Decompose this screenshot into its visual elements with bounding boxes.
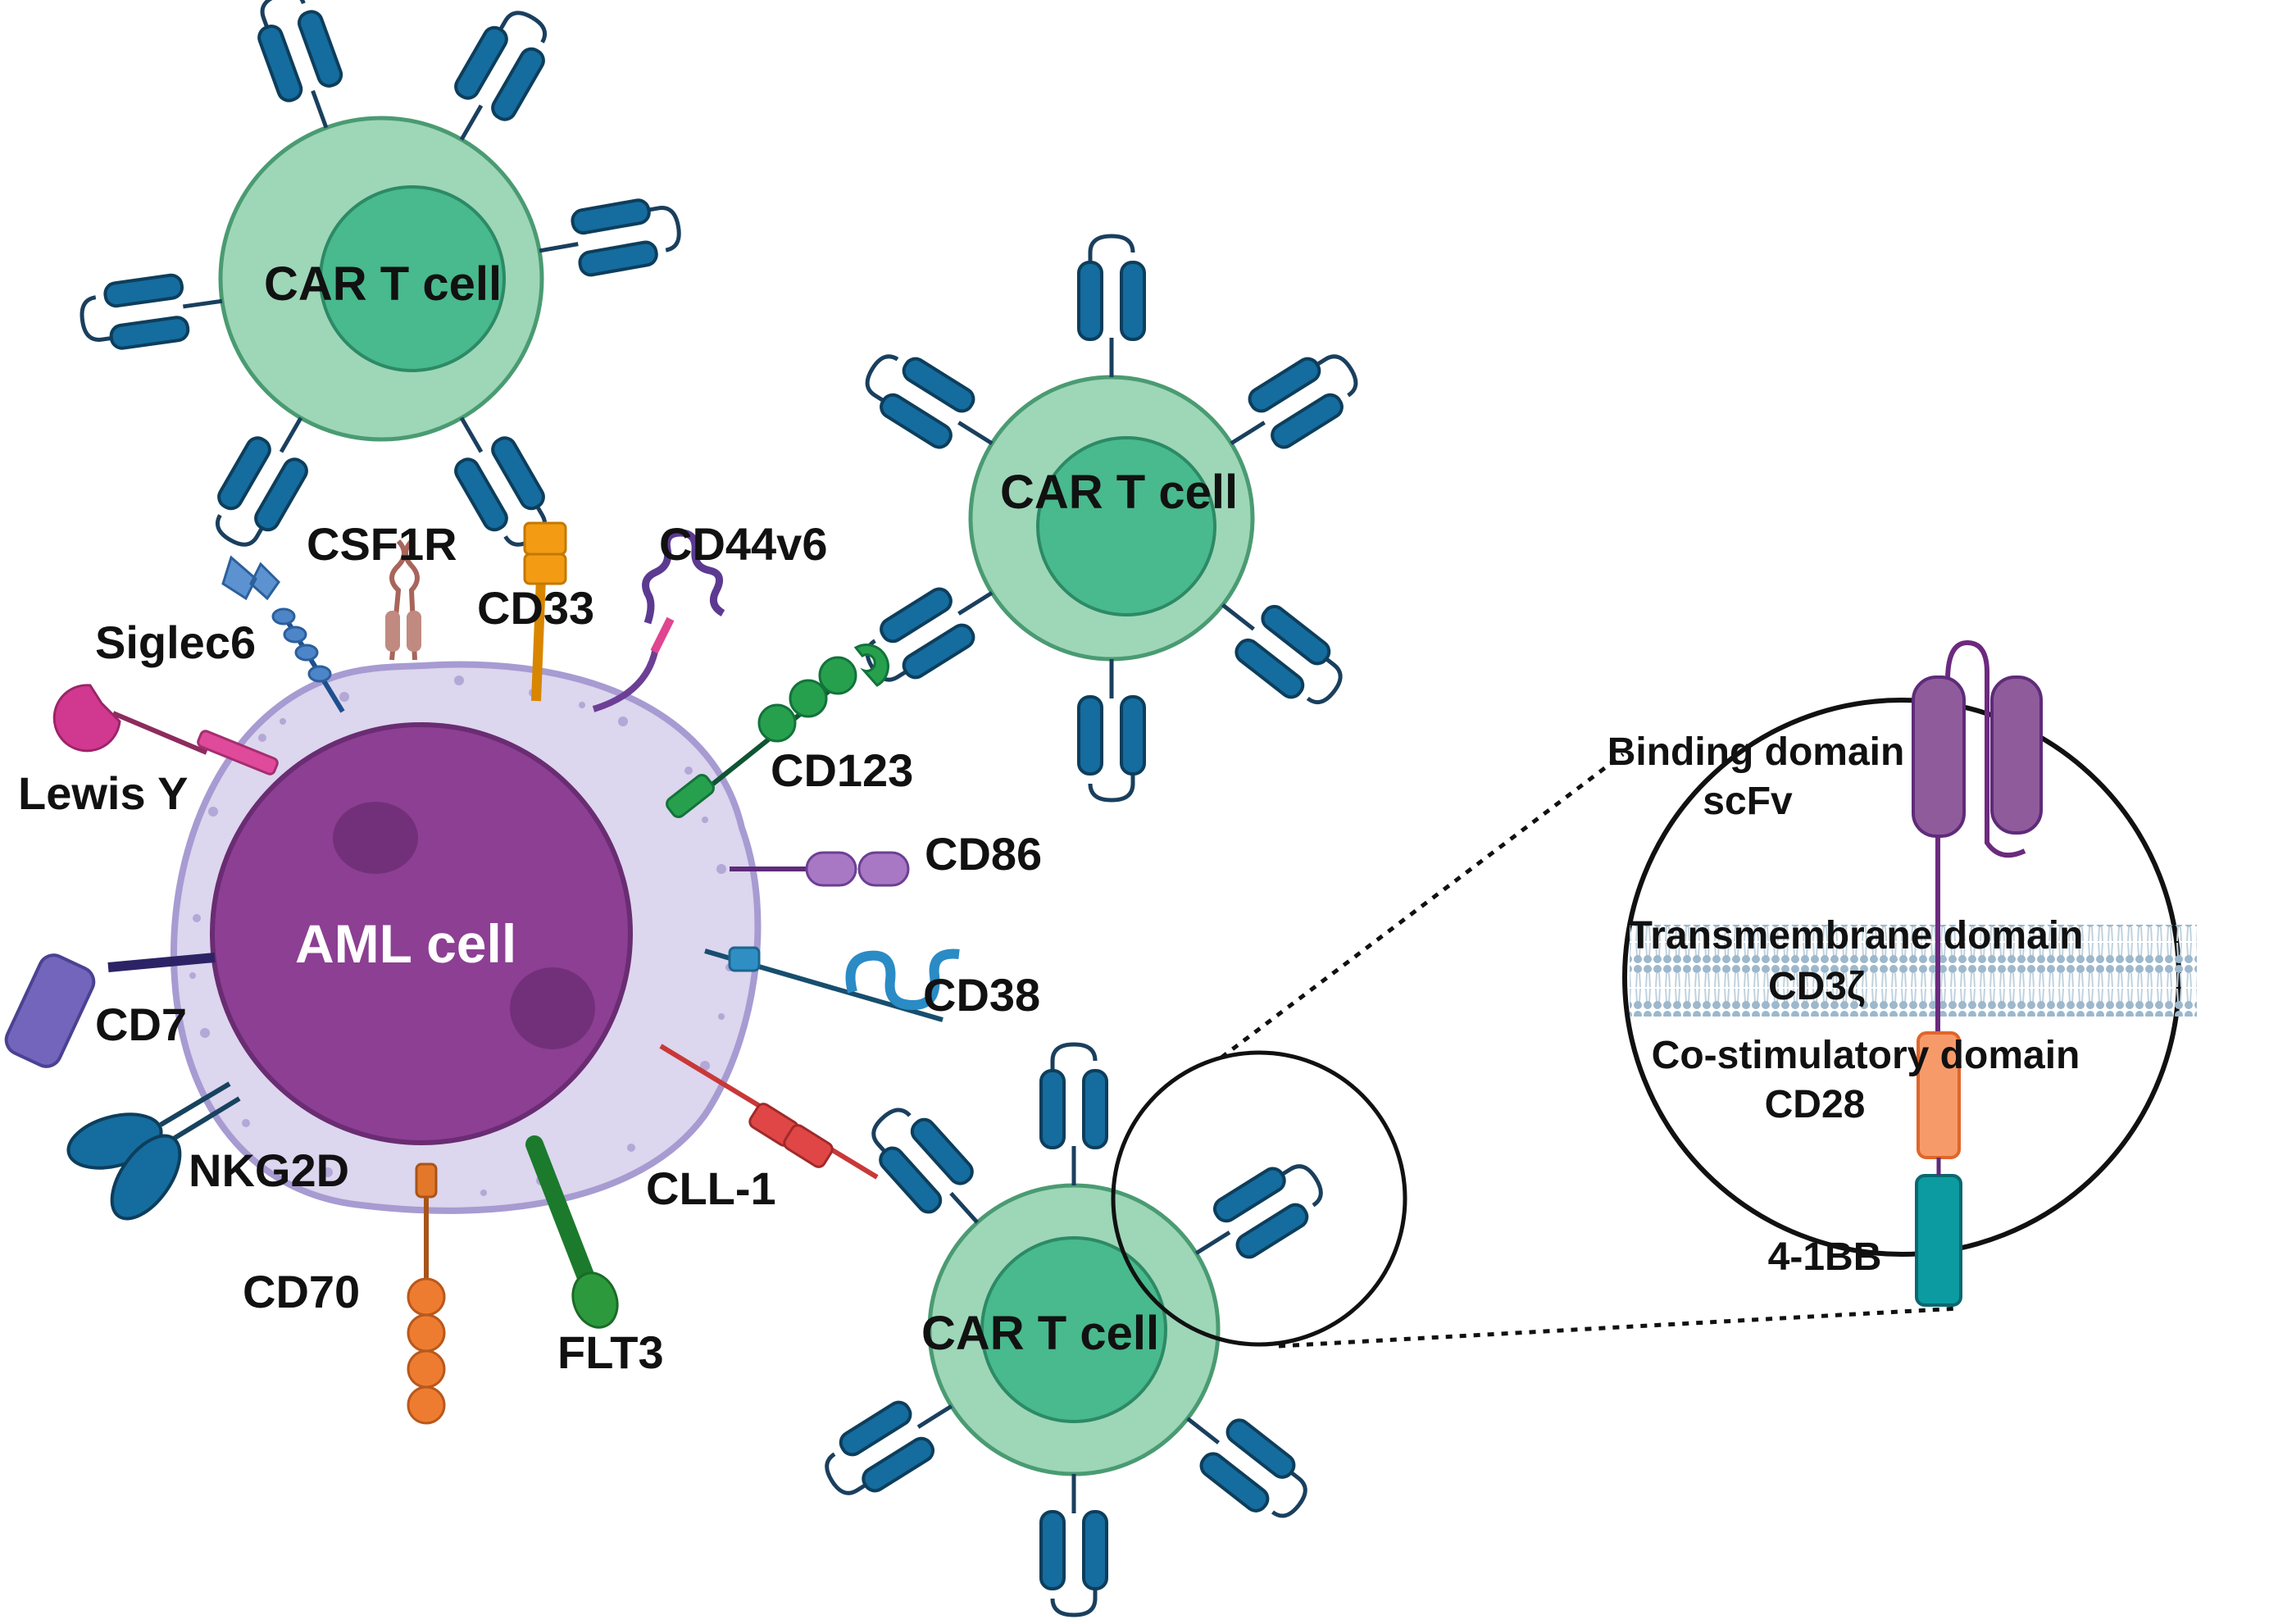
cd86-label: CD86: [925, 828, 1043, 880]
cd123-label: CD123: [771, 744, 914, 796]
cd86-antigen: [730, 851, 910, 887]
binding-domain-label: Binding domain: [1607, 730, 1905, 774]
cd44v6-label: CD44v6: [659, 518, 828, 570]
cd123-antigen: [666, 644, 889, 818]
cd33-label: CD33: [477, 582, 595, 634]
cd28-label: CD28: [1764, 1083, 1866, 1126]
aml-cell-label: AML cell: [295, 913, 517, 974]
4-1bb-label: 4-1BB: [1767, 1235, 1882, 1279]
nkg2d-label: NKG2D: [189, 1144, 350, 1196]
car-receptor: [534, 194, 684, 284]
cll1-label: CLL-1: [646, 1162, 776, 1214]
cd33-antigen: [523, 521, 567, 702]
siglec6-label: Siglec6: [95, 616, 257, 668]
car-receptor: [1079, 659, 1144, 800]
car-t-cell-middle: [855, 236, 1368, 800]
cd44v6-antigen: [592, 529, 725, 712]
cll1-antigen: [659, 1044, 879, 1180]
car-t-label-top: CAR T cell: [264, 257, 502, 311]
car-receptor: [248, 0, 357, 139]
cd7-label: CD7: [95, 999, 188, 1050]
car-receptor: [1079, 236, 1144, 377]
car-t-cell-top: [78, 0, 684, 557]
car-receptor: [1041, 1474, 1107, 1615]
cd38-label: CD38: [923, 969, 1041, 1021]
car-structure-detail: [1630, 639, 2197, 1307]
nkg2d-antigen: [66, 1081, 241, 1221]
car-receptor: [1041, 1044, 1107, 1185]
lewis-y-label: Lewis Y: [18, 767, 189, 819]
csf1r-antigen: [385, 539, 421, 661]
lewis-y-antigen: [52, 684, 279, 776]
transmembrane-domain-label: Transmembrane domain: [1628, 914, 2084, 958]
cd7-antigen: [4, 953, 216, 1068]
cd38-antigen: [704, 946, 960, 1022]
cd70-label: CD70: [243, 1266, 361, 1317]
siglec6-antigen: [221, 555, 345, 713]
car-t-cell-bottom: [815, 1044, 1334, 1615]
cd3z-label: CD3ζ: [1767, 965, 1866, 1008]
scfv-label: scFv: [1703, 780, 1793, 823]
car-t-label-bottom: CAR T cell: [921, 1307, 1160, 1360]
csf1r-label: CSF1R: [307, 518, 457, 570]
flt3-antigen: [525, 1135, 619, 1329]
car-t-label-middle: CAR T cell: [1000, 466, 1239, 519]
aml-cell: [170, 661, 762, 1214]
costim-domain-label: Co-stimulatory domain: [1651, 1034, 2080, 1077]
cd70-antigen: [407, 1162, 446, 1425]
car-receptor: [78, 269, 226, 353]
flt3-label: FLT3: [557, 1326, 664, 1378]
